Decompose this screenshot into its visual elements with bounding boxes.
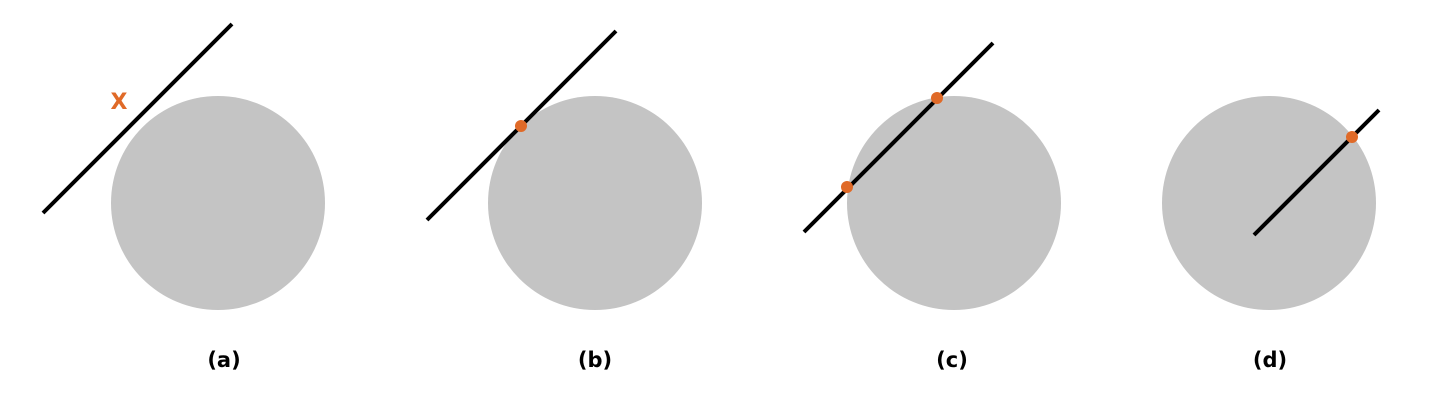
- panel-b-caption: (b): [578, 348, 612, 372]
- circle-c: [847, 96, 1061, 310]
- intersection-point-c-entry: [841, 181, 853, 193]
- ray-d: [1252, 108, 1381, 237]
- panel-d-caption: (d): [1253, 348, 1287, 372]
- intersection-point-c-exit: [931, 92, 943, 104]
- miss-mark: X: [111, 90, 128, 115]
- intersection-point-b: [515, 120, 527, 132]
- ray-c: [802, 41, 995, 234]
- intersection-point-d: [1346, 131, 1358, 143]
- panel-a: X (a): [41, 22, 325, 372]
- panel-c-caption: (c): [936, 348, 968, 372]
- panel-c: (c): [802, 41, 1061, 372]
- circle-b: [488, 96, 702, 310]
- panel-d: (d): [1162, 96, 1381, 372]
- panel-b: (b): [425, 29, 702, 372]
- panel-a-caption: (a): [207, 348, 240, 372]
- ray-a: [41, 22, 234, 215]
- circle-d: [1162, 96, 1376, 310]
- circle-a: [111, 96, 325, 310]
